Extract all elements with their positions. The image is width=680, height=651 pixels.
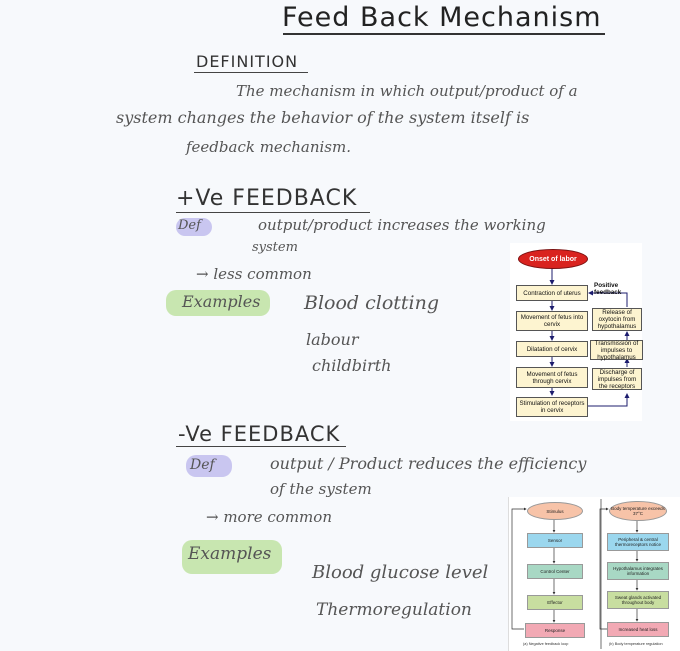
positive-note: → less common: [196, 265, 312, 283]
diagram-box-movement-through-cervix: Movement of fetus through cervix: [516, 367, 588, 388]
neg-box-sensor: Sensor: [527, 533, 583, 548]
positive-example-3: childbirth: [312, 356, 392, 375]
negative-def-label: Def: [190, 457, 215, 473]
positive-feedback-diagram: Onset of labor Positive feedback Contrac…: [510, 243, 643, 421]
diagram-box-movement-into-cervix: Movement of fetus into cervix: [516, 311, 588, 331]
neg-caption-b: (b) Body temperature regulation: [609, 642, 663, 646]
temp-box-hypothalamus: Hypothalamus integrates information: [607, 562, 669, 580]
positive-heading-underline: [176, 212, 370, 214]
negative-feedback-heading: -Ve FEEDBACK: [178, 422, 341, 446]
positive-def-highlight: [176, 218, 212, 236]
diagram-box-contraction: Contraction of uterus: [516, 285, 588, 301]
negative-note: → more common: [206, 508, 332, 526]
positive-examples-label: Examples: [182, 292, 261, 311]
negative-examples-label: Examples: [188, 544, 272, 564]
temp-box-exceeds: Body temperature exceeds 37°C: [609, 501, 667, 521]
negative-diagram-arrows: [511, 499, 639, 649]
positive-feedback-heading: +Ve FEEDBACK: [176, 186, 358, 211]
definition-line-2: system changes the behavior of the syste…: [116, 108, 530, 127]
definition-underline: [194, 72, 308, 74]
diagram-box-transmission: Transmission of impulses to hypothalamus: [590, 340, 643, 361]
negative-def-line-2: of the system: [270, 480, 372, 498]
positive-example-2: labour: [306, 330, 359, 349]
definition-line-3: feedback mechanism.: [186, 138, 351, 156]
positive-examples-highlight: [166, 290, 270, 316]
negative-examples-highlight: [182, 540, 282, 574]
negative-example-1: Blood glucose level: [312, 562, 489, 583]
page-title: Feed Back Mechanism: [282, 2, 602, 33]
neg-box-effector: Effector: [527, 595, 583, 610]
temp-box-heat-loss: Increased heat loss: [607, 622, 669, 637]
positive-example-1: Blood clotting: [304, 292, 440, 314]
positive-def-label: Def: [178, 218, 201, 233]
onset-of-labor-node: Onset of labor: [518, 249, 588, 269]
neg-box-response: Response: [525, 623, 585, 638]
positive-def-line-2: system: [252, 240, 298, 255]
negative-example-2: Thermoregulation: [316, 600, 472, 620]
temp-box-thermoreceptors: Peripheral & central thermoreceptors not…: [607, 533, 669, 551]
positive-def-line-1: output/product increases the working: [258, 216, 546, 234]
diagram-box-oxytocin: Release of oxytocin from hypothalamus: [592, 308, 642, 331]
neg-caption-a: (a) Negative feedback loop: [523, 642, 569, 646]
definition-line-1: The mechanism in which output/product of…: [236, 82, 578, 100]
definition-heading: DEFINITION: [196, 52, 299, 71]
negative-feedback-diagram: Stimulus Sensor Control Center Effector …: [508, 497, 680, 651]
negative-heading-underline: [176, 446, 346, 448]
diagram-box-dilatation: Dilatation of cervix: [516, 341, 588, 357]
negative-def-line-1: output / Product reduces the efficiency: [270, 454, 587, 473]
temp-box-sweat-glands: Sweat glands activated throughout body: [607, 591, 669, 609]
title-underline: [283, 33, 605, 35]
negative-def-highlight: [186, 455, 232, 477]
diagram-box-stimulation: Stimulation of receptors in cervix: [516, 397, 588, 417]
neg-box-control-center: Control Center: [527, 564, 583, 579]
positive-feedback-label: Positive feedback: [594, 282, 622, 296]
neg-box-stimulus: Stimulus: [527, 502, 583, 520]
diagram-box-discharge: Discharge of impulses from the receptors: [592, 368, 642, 390]
positive-diagram-arrows: [549, 267, 630, 407]
